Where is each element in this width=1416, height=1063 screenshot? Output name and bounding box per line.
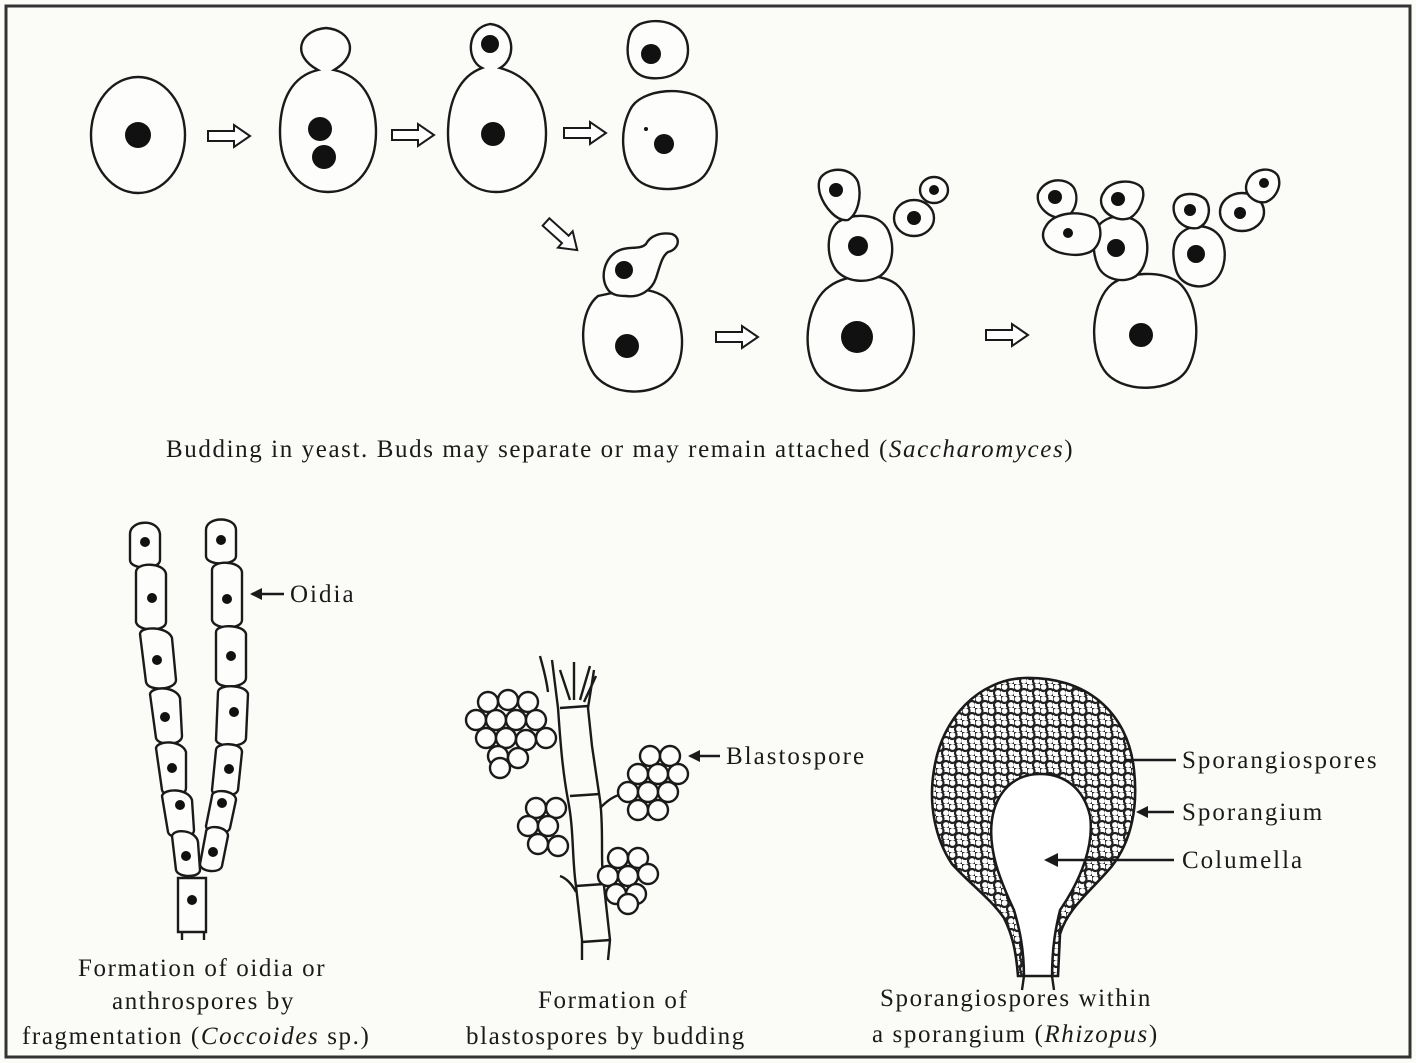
blastospore-diagram: Blastospore Formation of blastospores by… — [466, 656, 866, 1050]
oidia-chain-right — [200, 520, 248, 872]
yeast-cell-stage-7 — [1038, 170, 1279, 388]
blastospore-cluster-1 — [466, 690, 556, 778]
sporangium-pointer-head — [1136, 806, 1148, 818]
yeast-caption: Budding in yeast. Buds may separate or m… — [166, 436, 1074, 463]
oidia-caption-line2: anthrospores by — [112, 988, 295, 1015]
yeast-cell-stage-1 — [91, 77, 185, 193]
yeast-budding-diagram: Budding in yeast. Buds may separate or m… — [91, 21, 1279, 463]
yeast-cell-stage-4 — [623, 21, 717, 189]
stage-arrow-1 — [208, 125, 250, 147]
columella-label: Columella — [1182, 847, 1304, 874]
yeast-cell-stage-2 — [280, 28, 376, 192]
oidia-base-cell — [178, 878, 206, 940]
blastospore-cluster-3 — [518, 798, 568, 856]
blastospore-caption-line2: blastospores by budding — [466, 1023, 746, 1050]
oidia-chain-left — [130, 523, 200, 876]
stage-arrow-4 — [716, 326, 758, 348]
stage-arrow-3 — [564, 122, 606, 144]
sporangium-caption-line1: Sporangiospores within — [880, 985, 1152, 1012]
oidia-caption-line1: Formation of oidia or — [78, 955, 326, 982]
sporangiospores-label: Sporangiospores — [1182, 747, 1379, 774]
oidia-diagram: Oidia Formation of oidia or anthrospores… — [22, 520, 370, 1051]
blastospore-label: Blastospore — [726, 743, 866, 770]
blastospore-caption-line1: Formation of — [538, 987, 688, 1014]
blastospore-cluster-2 — [618, 746, 688, 820]
oidia-pointer-head — [250, 588, 262, 600]
sporangium-diagram: Sporangiospores Sporangium Columella Spo… — [872, 678, 1379, 1048]
yeast-cell-stage-5 — [583, 233, 682, 391]
columella — [991, 774, 1091, 976]
yeast-cell-stage-6 — [808, 170, 948, 391]
stage-arrow-diagonal — [539, 214, 585, 258]
blastospore-pointer-head — [688, 750, 700, 762]
sporangium-label: Sporangium — [1182, 799, 1324, 826]
oidia-label: Oidia — [290, 581, 356, 608]
sporangium-caption-line2: a sporangium (Rhizopus) — [872, 1021, 1159, 1048]
oidia-caption-line3: fragmentation (Coccoides sp.) — [22, 1023, 370, 1050]
yeast-cell-stage-3 — [448, 24, 546, 192]
stage-arrow-5 — [986, 324, 1028, 346]
stage-arrow-2 — [392, 124, 434, 146]
